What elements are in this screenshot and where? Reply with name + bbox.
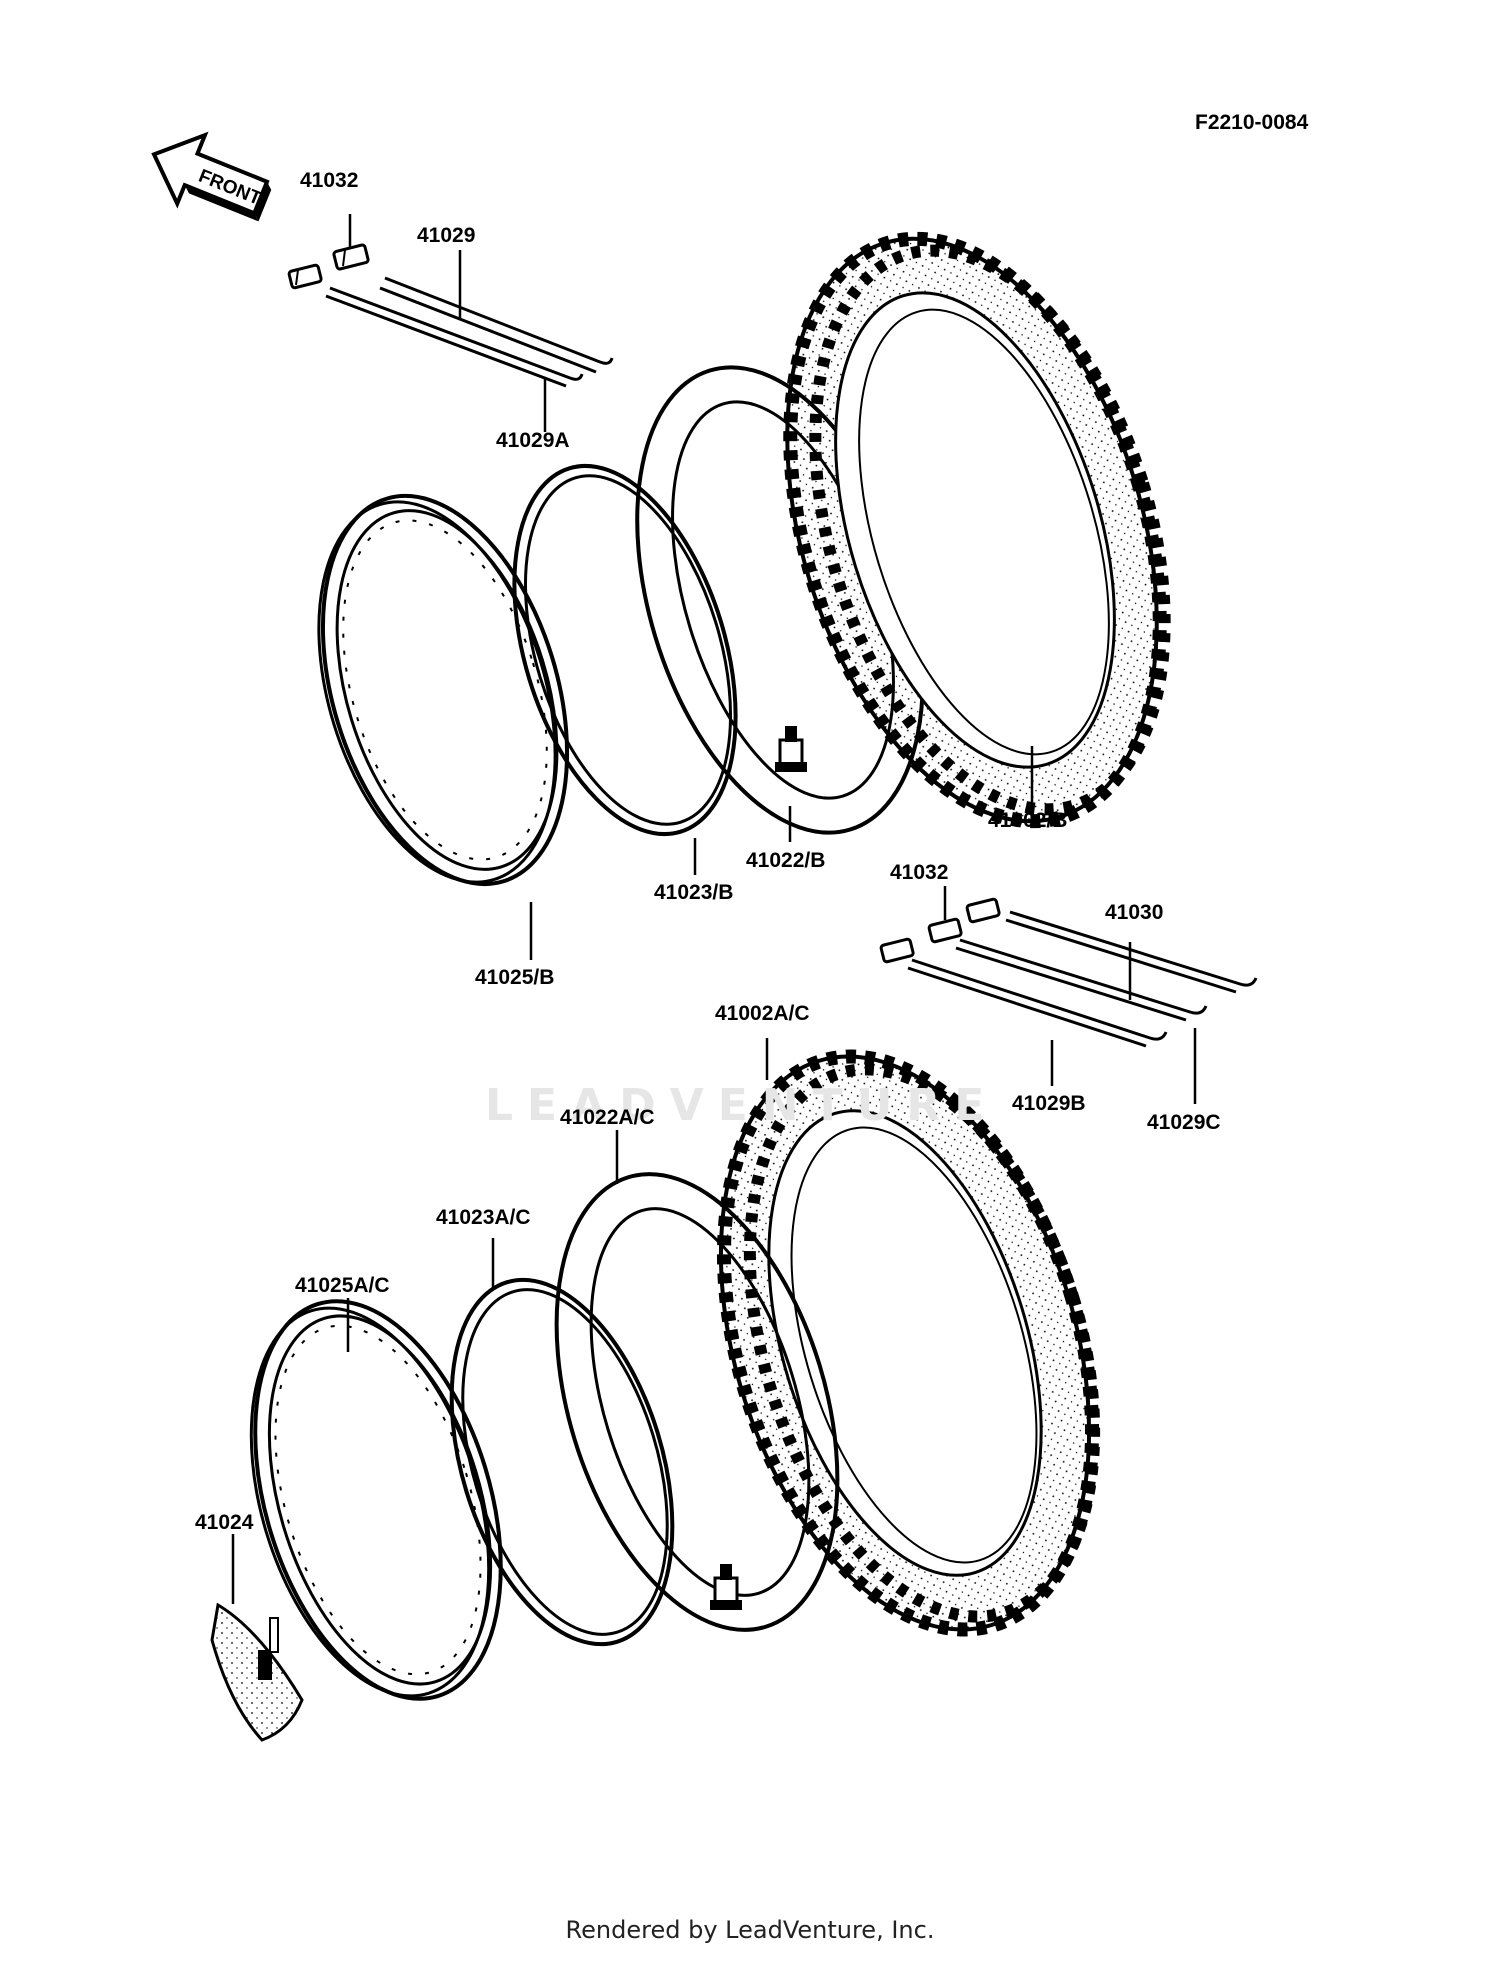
callout-41029a: 41029A: [496, 429, 570, 452]
callout-41025b: 41025/B: [475, 966, 555, 989]
rim-upper: [317, 493, 570, 887]
callout-41024: 41024: [195, 1511, 254, 1534]
front-arrow-icon: FRONT: [151, 131, 272, 222]
callout-41022ac: 41022A/C: [560, 1106, 655, 1129]
callout-41032-mid: 41032: [890, 861, 949, 884]
footer-credit: Rendered by LeadVenture, Inc.: [565, 1916, 935, 1944]
valve-stem-upper: [775, 726, 807, 772]
tube-lower: [554, 1172, 840, 1632]
callout-41023ac: 41023A/C: [436, 1206, 531, 1229]
callout-41029c: 41029C: [1147, 1111, 1221, 1134]
spoke-nipple-lower: [879, 897, 1001, 964]
callout-41002ac: 41002A/C: [715, 1002, 810, 1025]
callout-41029: 41029: [417, 224, 476, 247]
callout-41002b: 41002/B: [988, 809, 1068, 832]
spoke-nipple-upper: [287, 243, 370, 290]
spoke-lower: [907, 910, 1258, 1048]
watermark-text: LEADVENTURE: [485, 1080, 999, 1131]
rim-band-lower: [449, 1277, 675, 1647]
tire-lower: [716, 1049, 1101, 1637]
callout-41025ac: 41025A/C: [295, 1274, 390, 1297]
tire-upper: [783, 231, 1171, 829]
callout-41022b: 41022/B: [746, 849, 826, 872]
spoke-upper: [325, 276, 614, 388]
diagram-code: F2210-0084: [1195, 111, 1309, 134]
rim-lock-icon: [210, 1602, 304, 1742]
rim-band-upper: [512, 463, 738, 837]
callout-41029b: 41029B: [1012, 1092, 1086, 1115]
valve-stem-lower: [710, 1564, 742, 1610]
callout-41023b: 41023/B: [654, 881, 734, 904]
callout-41032-top: 41032: [300, 169, 359, 192]
rim-lower: [249, 1299, 503, 1701]
callout-41030: 41030: [1105, 901, 1164, 924]
